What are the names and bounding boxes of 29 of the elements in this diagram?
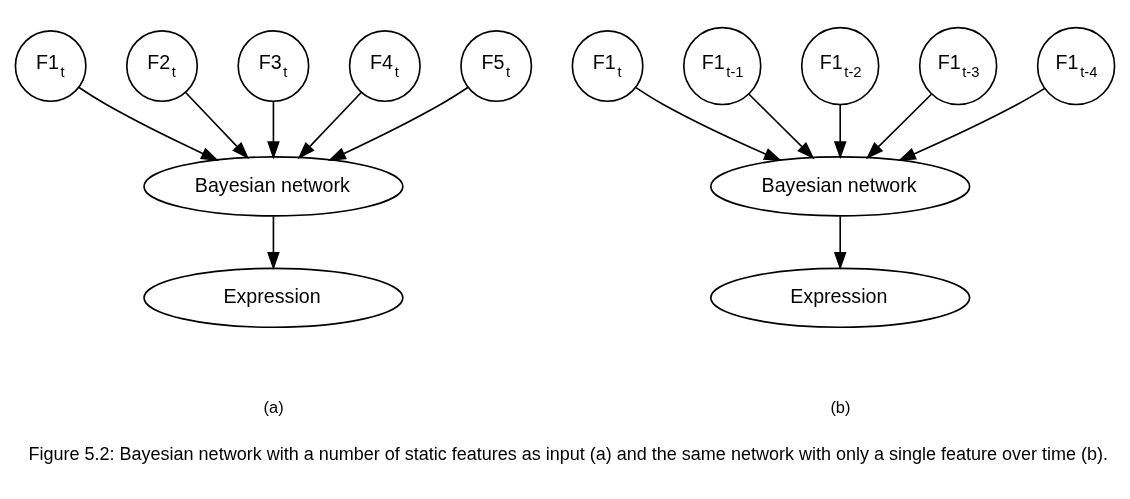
node-circle: F1$_{t-1}$ bbox=[682, 26, 762, 106]
arrow bbox=[748, 93, 815, 160]
node-circle: F5$_{t}$ bbox=[460, 30, 533, 103]
node-circle: F2$_{t}$ bbox=[126, 30, 199, 103]
node-circle: F1$_{t}$ bbox=[571, 30, 644, 103]
label: (a) bbox=[263, 398, 284, 417]
arrow bbox=[833, 103, 847, 160]
arrow bbox=[897, 87, 1046, 161]
arrow bbox=[635, 86, 782, 162]
node-ellipse: Bayesian network bbox=[143, 156, 404, 217]
arrow bbox=[267, 100, 280, 160]
arrow bbox=[267, 215, 280, 271]
arrow bbox=[833, 215, 847, 271]
node-ellipse: Expression bbox=[143, 267, 404, 329]
node-ellipse: Bayesian network bbox=[709, 156, 971, 217]
arrow bbox=[297, 91, 362, 160]
arrow bbox=[78, 86, 219, 161]
arrow bbox=[865, 93, 933, 160]
node-circle: F1$_{t-3}$ bbox=[918, 26, 998, 106]
caption: Figure 5.2: Bayesian network with a number of static features as input (a) and the same network with only a single feature over time (b). bbox=[28, 443, 1109, 464]
node-circle: F3$_{t}$ bbox=[237, 30, 310, 103]
node-circle: F4$_{t}$ bbox=[348, 30, 421, 103]
node-circle: F1$_{t-2}$ bbox=[800, 26, 880, 106]
node-ellipse: Expression bbox=[709, 267, 971, 329]
label: (b) bbox=[830, 398, 851, 417]
node-circle: F1$_{t-4}$ bbox=[1036, 26, 1116, 106]
arrow bbox=[184, 91, 250, 160]
node-circle: F1$_{t}$ bbox=[14, 30, 87, 103]
arrow bbox=[327, 86, 469, 161]
